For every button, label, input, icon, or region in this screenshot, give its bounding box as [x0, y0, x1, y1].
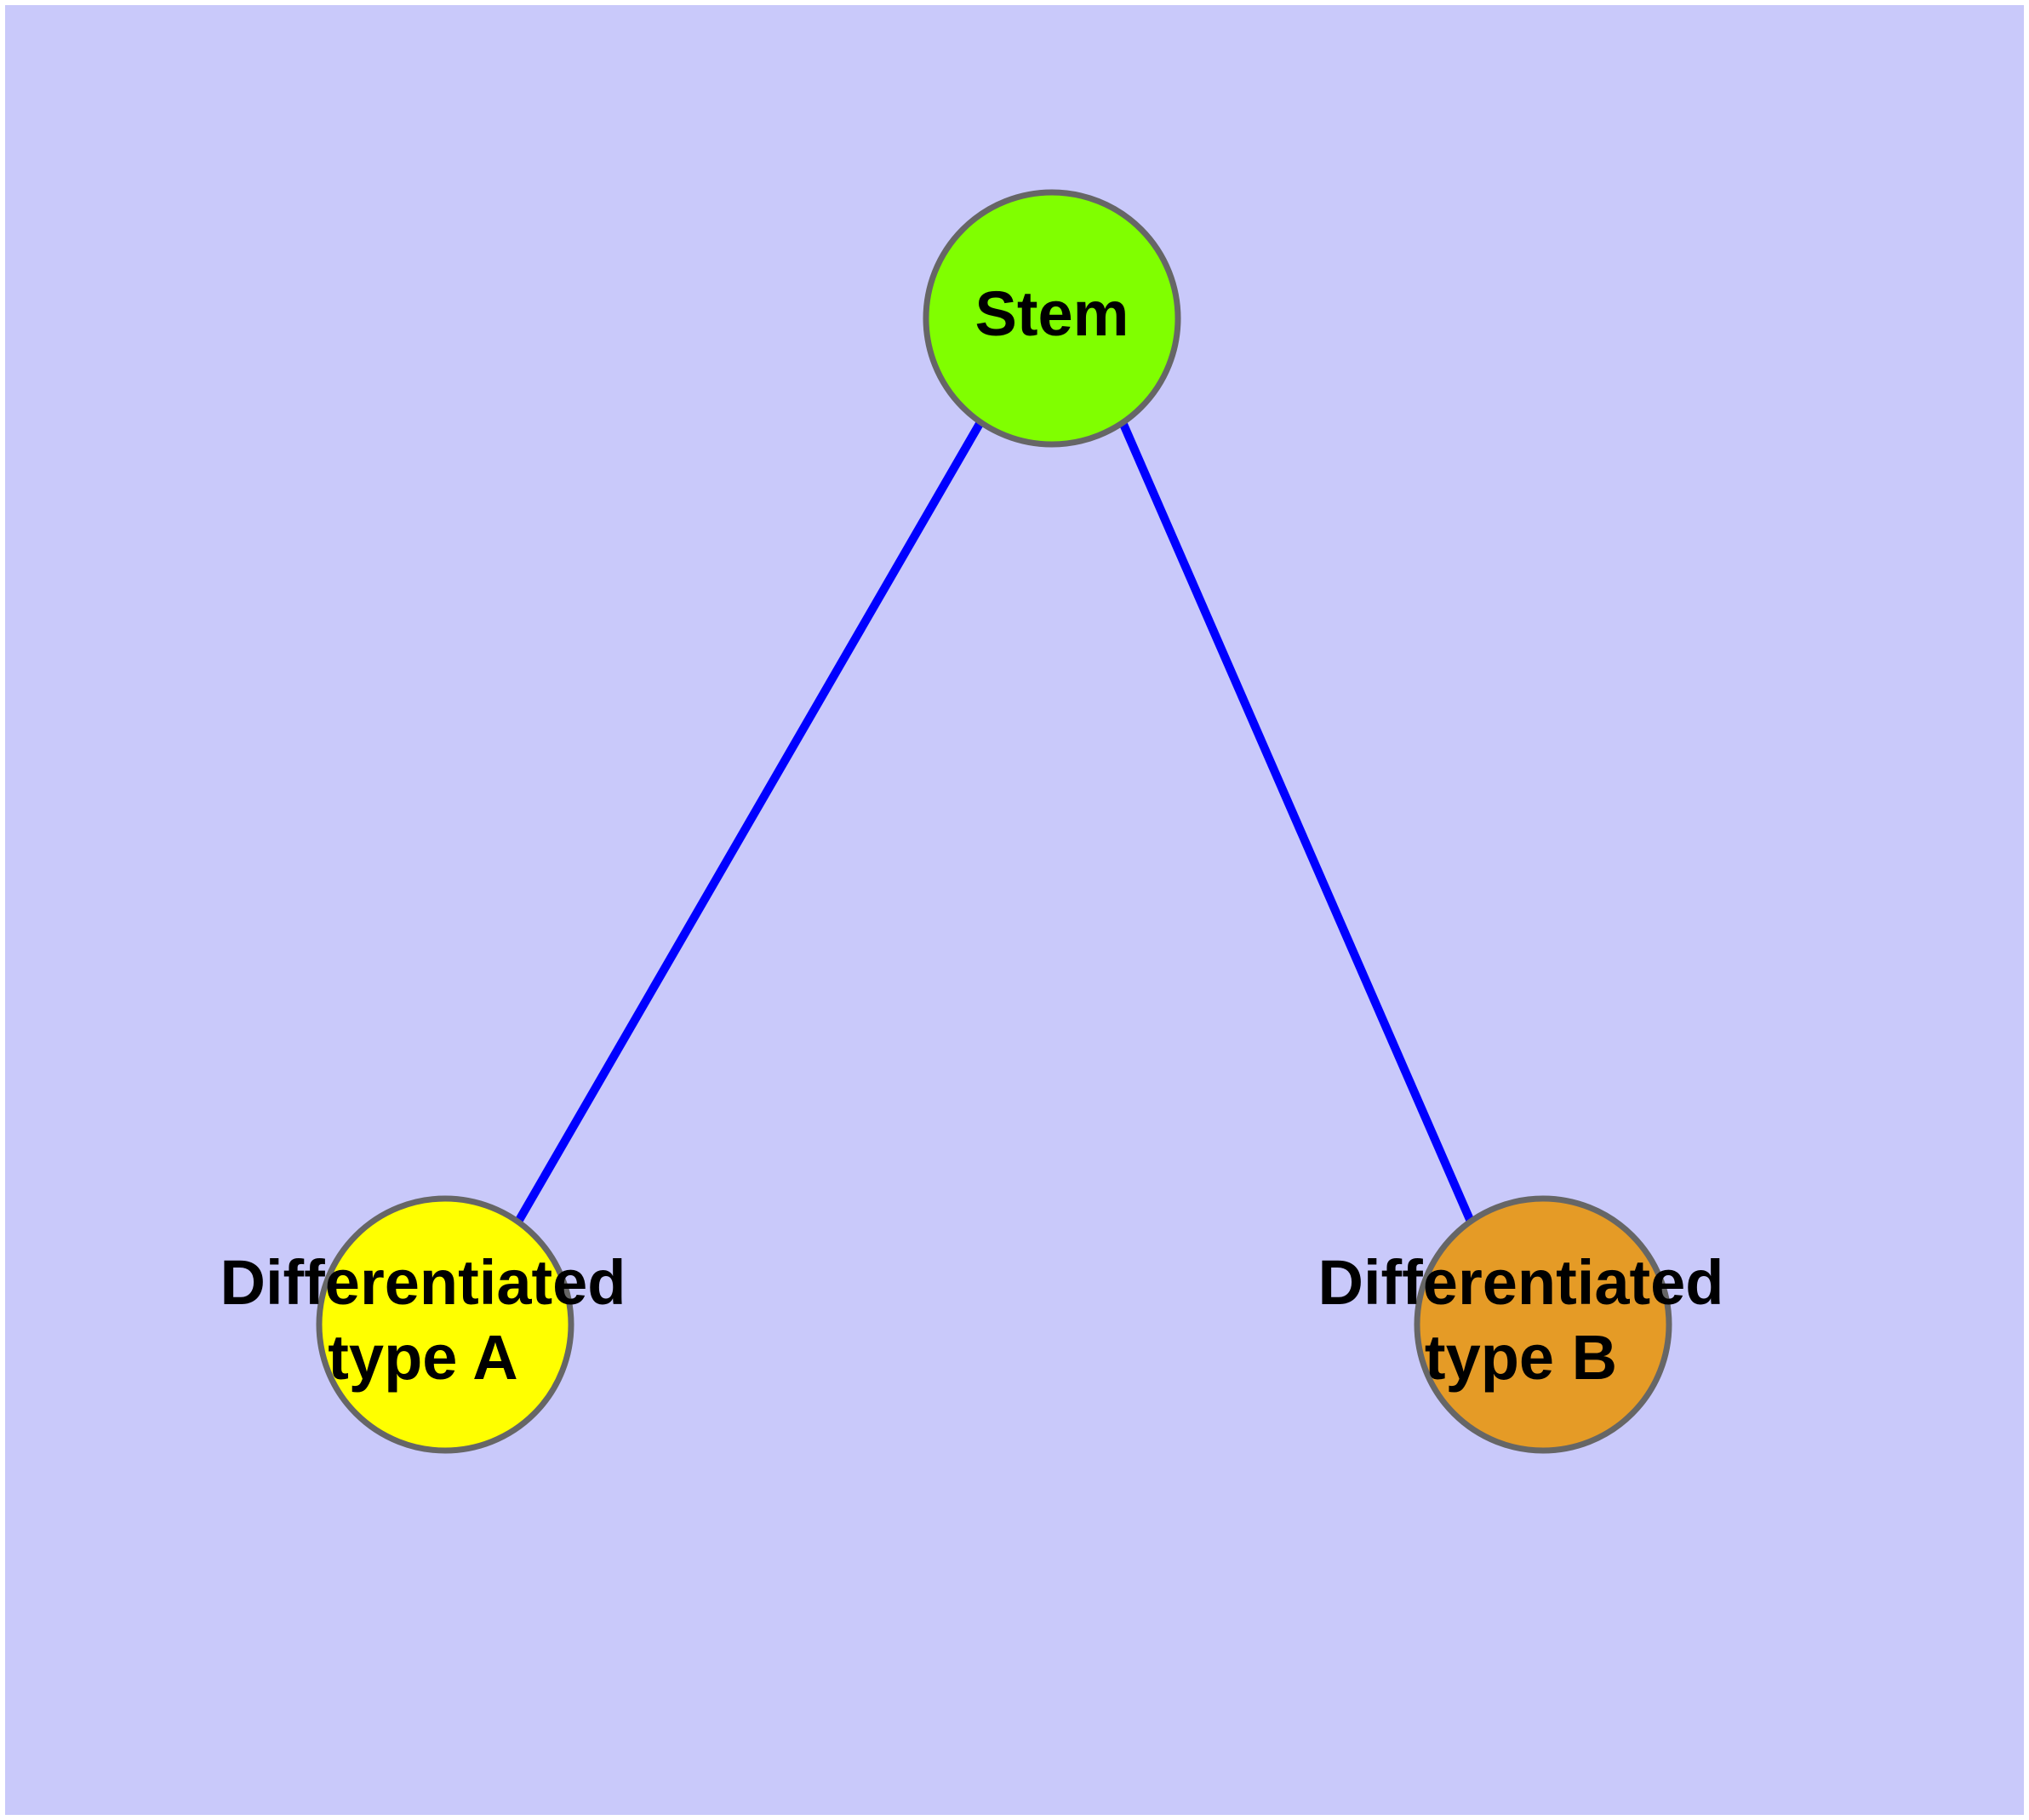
node-stem-circle[interactable] [923, 189, 1181, 448]
node-differentiated-type-b-circle[interactable] [1414, 1195, 1672, 1454]
node-differentiated-type-a-circle[interactable] [316, 1195, 574, 1454]
edge-stem-to-differentiated-type-a[interactable] [514, 420, 985, 1224]
node-stem-label: Stem [975, 278, 1129, 349]
edge-stem-to-differentiated-type-b[interactable] [1118, 421, 1475, 1223]
edge-layer [514, 420, 1475, 1224]
node-stem[interactable]: Stem [923, 189, 1181, 448]
